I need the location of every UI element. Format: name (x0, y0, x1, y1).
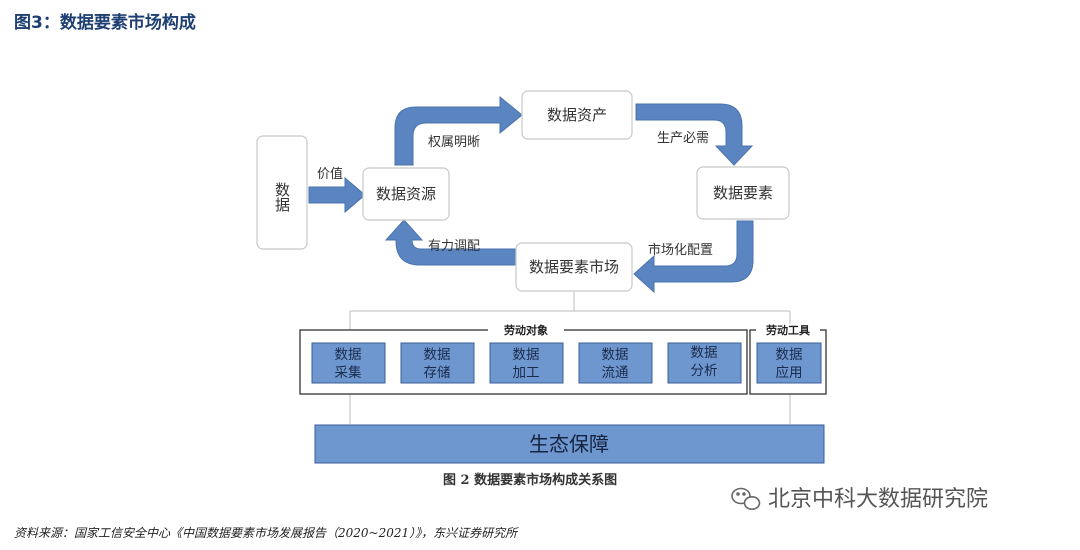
foundation-bar: 生态保障 (314, 424, 825, 464)
unit-collect-line1: 数据 (335, 347, 362, 363)
node-element: 数据要素 (696, 166, 790, 220)
connectors (349, 292, 791, 424)
unit-collect: 数据 采集 (311, 342, 386, 384)
unit-circulate-line2: 流通 (602, 365, 630, 381)
unit-process: 数据 加工 (489, 342, 564, 384)
node-data-label: 数据 (273, 182, 291, 213)
watermark: 北京中科大数据研究院 (731, 487, 988, 512)
page-title: 图3：数据要素市场构成 (14, 13, 196, 33)
node-market: 数据要素市场 (515, 242, 633, 292)
unit-apply-line1: 数据 (776, 347, 803, 363)
node-element-label: 数据要素 (713, 184, 773, 202)
arrow-production (635, 103, 754, 166)
unit-analyze-line2: 分析 (691, 363, 718, 379)
unit-store: 数据 存储 (400, 342, 475, 384)
unit-store-line2: 存储 (424, 365, 451, 381)
arrow-value-shape (308, 176, 366, 214)
source-note: 资料来源：国家工信安全中心《中国数据要素市场发展报告（2020~2021）》，东… (14, 526, 518, 540)
unit-process-line2: 加工 (513, 365, 540, 381)
edge-regulation-label: 有力调配 (428, 239, 480, 254)
unit-circulate: 数据 流通 (578, 342, 653, 384)
arrow-rights (394, 95, 523, 166)
watermark-text: 北京中科大数据研究院 (768, 487, 988, 512)
unit-circulate-line1: 数据 (602, 347, 629, 363)
edge-production-label: 生产必需 (657, 131, 709, 146)
unit-store-line1: 数据 (424, 347, 451, 363)
node-resource: 数据资源 (362, 167, 450, 221)
group-labor-tool-label: 劳动工具 (766, 323, 810, 337)
group-labor-object-label: 劳动对象 (504, 323, 548, 337)
unit-analyze-line1: 数据 (691, 345, 718, 361)
node-resource-label: 数据资源 (376, 185, 436, 203)
node-asset: 数据资产 (521, 90, 633, 140)
unit-apply: 数据 应用 (756, 342, 822, 384)
node-asset-label: 数据资产 (547, 106, 607, 124)
foundation-label: 生态保障 (529, 432, 609, 456)
node-market-label: 数据要素市场 (529, 258, 619, 276)
arrow-value: 价值 (308, 166, 366, 214)
unit-collect-line2: 采集 (335, 365, 362, 381)
node-data: 数据 (256, 135, 308, 250)
unit-process-line1: 数据 (513, 347, 540, 363)
edge-marketization-label: 市场化配置 (648, 242, 713, 258)
wechat-icon (731, 487, 761, 510)
figure-caption: 图 2 数据要素市场构成关系图 (443, 472, 617, 488)
edge-value-label: 价值 (317, 166, 343, 182)
unit-apply-line2: 应用 (776, 364, 803, 381)
arrow-marketization (633, 220, 754, 294)
unit-analyze: 数据 分析 (667, 342, 742, 384)
edge-rights-label: 权属明晰 (428, 134, 480, 150)
